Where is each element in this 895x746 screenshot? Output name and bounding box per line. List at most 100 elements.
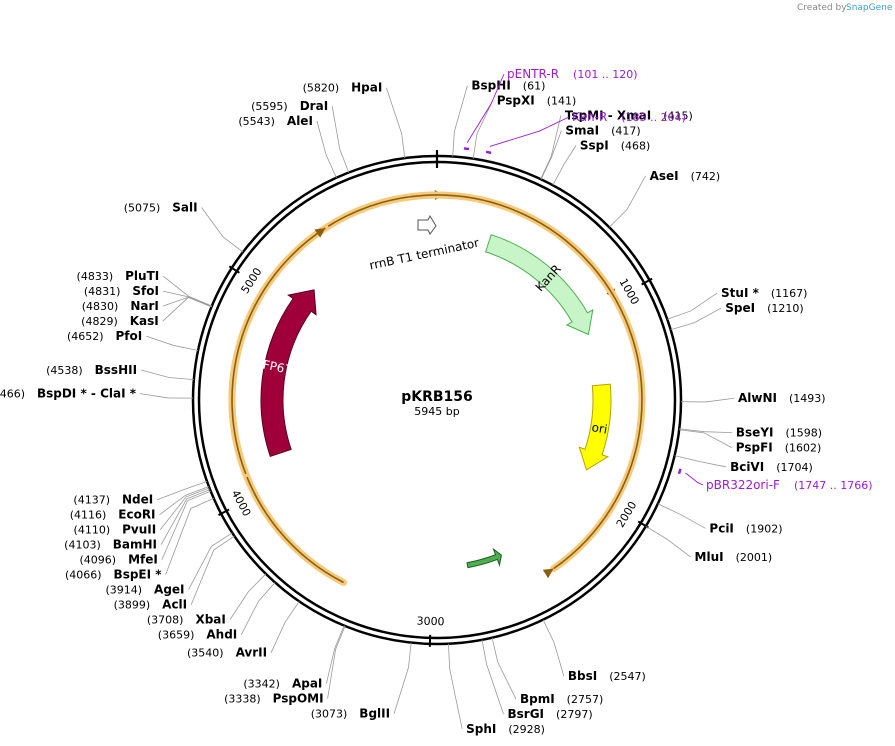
restriction-site[interactable]: BspHI(61) [452,79,546,157]
primer-name: pENTR-R [507,67,559,81]
restriction-site[interactable]: (4652)PfoI [67,329,199,351]
scale-tick [218,508,230,517]
branding-prefix: Created by [797,3,847,13]
site-position: (3342) [243,678,280,691]
site-leader-line [316,120,337,178]
site-leader-line [657,503,706,529]
site-name: SalI [172,200,197,214]
restriction-site[interactable]: SspI(468) [552,139,650,186]
plasmid-name: pKRB156 [401,389,473,405]
site-name: MfeI [128,553,158,567]
site-label: SspI(468) [580,139,650,153]
orf-arc[interactable] [231,227,326,475]
site-label: (4066)BspEI * [65,568,162,582]
feature-label-ori: ori [591,420,609,436]
site-label: (4137)NdeI [73,493,153,507]
restriction-site[interactable]: (3073)BglII [311,642,412,721]
restriction-site[interactable]: (4116)EcoRI [70,486,209,522]
terminator-label: rrnB T1 terminator [368,236,480,273]
restriction-site[interactable]: MluI(2001) [645,525,772,564]
restriction-site[interactable]: (3708) XbaI [147,573,267,627]
restriction-site[interactable]: (3342)ApaI [243,625,345,691]
site-label: PspXI(141) [497,94,577,108]
site-name: TspMI - XmaI [565,109,651,123]
site-name: PspXI [497,94,535,108]
restriction-site[interactable]: BpmI(2757) [491,637,603,706]
restriction-site[interactable]: StuI *(1167) [667,286,807,320]
site-name: BseYI [736,426,774,440]
restriction-site[interactable]: (4830)NarI [82,296,212,313]
scale-tick-label: 3000 [416,614,444,628]
terminator-feature[interactable] [417,214,437,235]
restriction-site[interactable]: (4829)KasI [81,296,212,328]
site-label: (4833)PluTI [77,269,160,283]
restriction-site[interactable]: SpeI(1210) [670,301,804,331]
site-name: MluI [695,550,724,564]
site-label: AseI(742) [650,169,721,183]
primer[interactable]: Kan-R(185 .. 204) [485,110,686,155]
primer[interactable]: pENTR-R(101 .. 120) [463,67,638,151]
site-leader-line [139,393,194,399]
site-leader-line [229,573,267,620]
restriction-site[interactable]: SmaI(417) [540,124,641,180]
restriction-site[interactable]: (4833)PluTI [77,269,212,307]
restriction-site[interactable]: AlwNI(1493) [680,391,826,405]
restriction-site[interactable]: (4466)BspDI * - ClaI * [0,387,194,401]
site-position: (4137) [73,494,110,507]
restriction-site[interactable]: PspFI(1602) [679,429,822,455]
restriction-site[interactable]: (5820)HpaI [303,81,406,159]
site-leader-line [165,498,214,575]
feature-kanr[interactable] [485,234,594,336]
restriction-site[interactable]: (4538)BssHII [46,363,194,380]
site-label: SpeI(1210) [725,301,803,315]
restriction-site[interactable]: PciI(1902) [657,503,783,536]
site-name: AclI [162,598,187,612]
restriction-site[interactable]: BbsI(2547) [542,619,646,683]
scale-tick [228,265,240,274]
site-name: AleI [287,114,313,128]
site-leader-line [188,532,233,590]
primer[interactable]: pBR322ori-F(1747 .. 1766) [677,468,873,492]
site-label: (3073)BglII [311,707,390,721]
site-name: KasI [130,314,159,328]
restriction-site[interactable]: PspXI(141) [472,94,577,159]
restriction-site[interactable]: (3540)AvrII [187,601,300,660]
restriction-site[interactable]: (3659)AhdI [158,582,276,642]
site-label: BsrGI(2797) [508,707,593,721]
restriction-site[interactable]: AseI(742) [609,169,721,228]
site-leader-line [674,455,727,468]
site-label: (3914)AgeI [105,583,184,597]
restriction-site[interactable]: (3338)PspOMI [224,625,346,706]
site-leader-line [667,292,718,320]
restriction-site[interactable]: TspMI - XmaI(415) [540,109,693,180]
site-label: (3342)ApaI [243,677,322,691]
site-position: (2928) [508,723,545,736]
feature-irfp670[interactable] [260,289,317,458]
feature-unnamed[interactable] [466,547,502,569]
restriction-site[interactable]: SphI (2928) [448,643,545,736]
restriction-site[interactable]: (4103)BamHI [64,489,211,552]
restriction-site[interactable]: (3914)AgeI [105,532,233,597]
feature-ori[interactable] [578,383,612,471]
site-label: BpmI(2757) [520,692,603,706]
restriction-site[interactable]: (5595)DraI [251,99,350,173]
restriction-site[interactable]: BseYI(1598) [679,426,822,440]
site-position: (3708) [147,614,184,627]
restriction-site[interactable]: BsrGI(2797) [481,639,593,721]
restriction-site[interactable]: (3899)AclI [114,535,235,612]
restriction-site[interactable]: (4096)MfeI [80,490,211,567]
site-label: (4103)BamHI [64,538,157,552]
site-leader-line [162,296,212,322]
site-name: XbaI [195,613,225,627]
restriction-site[interactable]: (4110)PvuII [74,487,210,537]
site-label: PspFI(1602) [736,441,822,455]
restriction-site[interactable]: (5543)AleI [238,114,337,178]
orf-layer [228,190,646,586]
site-position: (1902) [746,522,783,535]
restriction-site[interactable]: BciVI(1704) [674,455,813,474]
primer-layer: pENTR-R(101 .. 120)Kan-R(185 .. 204) pBR3… [463,67,873,492]
restriction-site[interactable]: (5075)SalI [124,200,244,253]
restriction-site[interactable]: (4066)BspEI * [65,498,214,582]
site-name: SphI [466,722,496,736]
restriction-site[interactable]: (4137)NdeI [73,481,208,507]
